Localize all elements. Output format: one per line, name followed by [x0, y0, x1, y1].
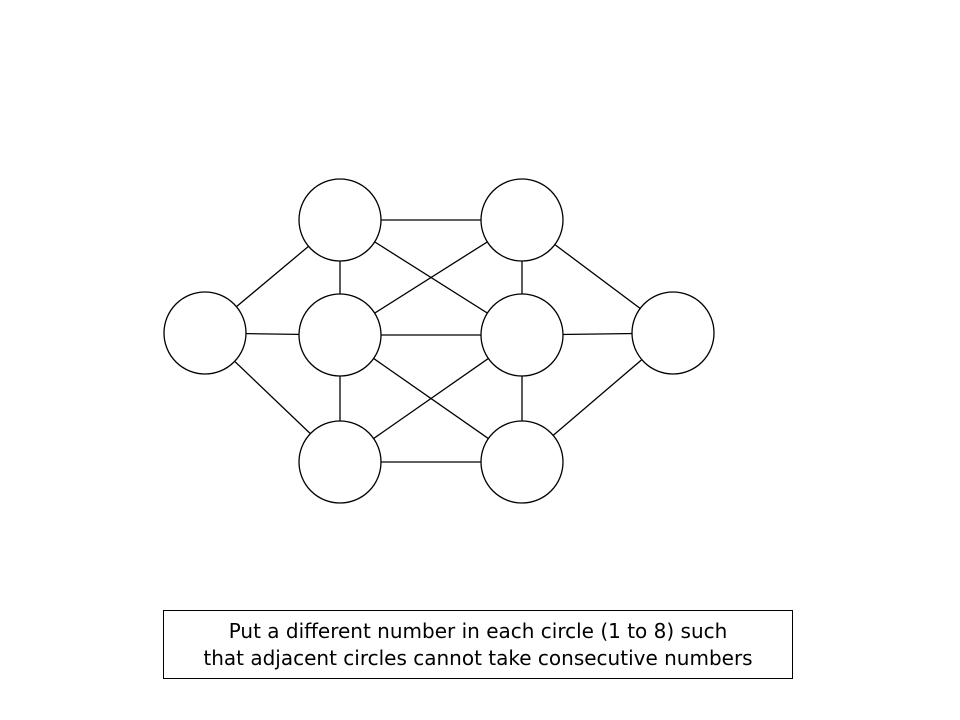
- circle-top-left: [298, 178, 382, 262]
- circle-top-right: [480, 178, 564, 262]
- node-layer: [163, 178, 715, 504]
- circle-center-right: [480, 293, 564, 377]
- circle-bottom-right: [480, 420, 564, 504]
- circle-far-left: [163, 291, 247, 375]
- caption-line-2: that adjacent circles cannot take consec…: [203, 645, 753, 670]
- circle-bottom-left: [298, 420, 382, 504]
- edge-layer: [204, 219, 674, 463]
- caption-line-1: Put a different number in each circle (1…: [228, 618, 728, 643]
- circle-center-left: [298, 293, 382, 377]
- caption-box: Put a different number in each circle (1…: [163, 610, 793, 679]
- circle-far-right: [631, 291, 715, 375]
